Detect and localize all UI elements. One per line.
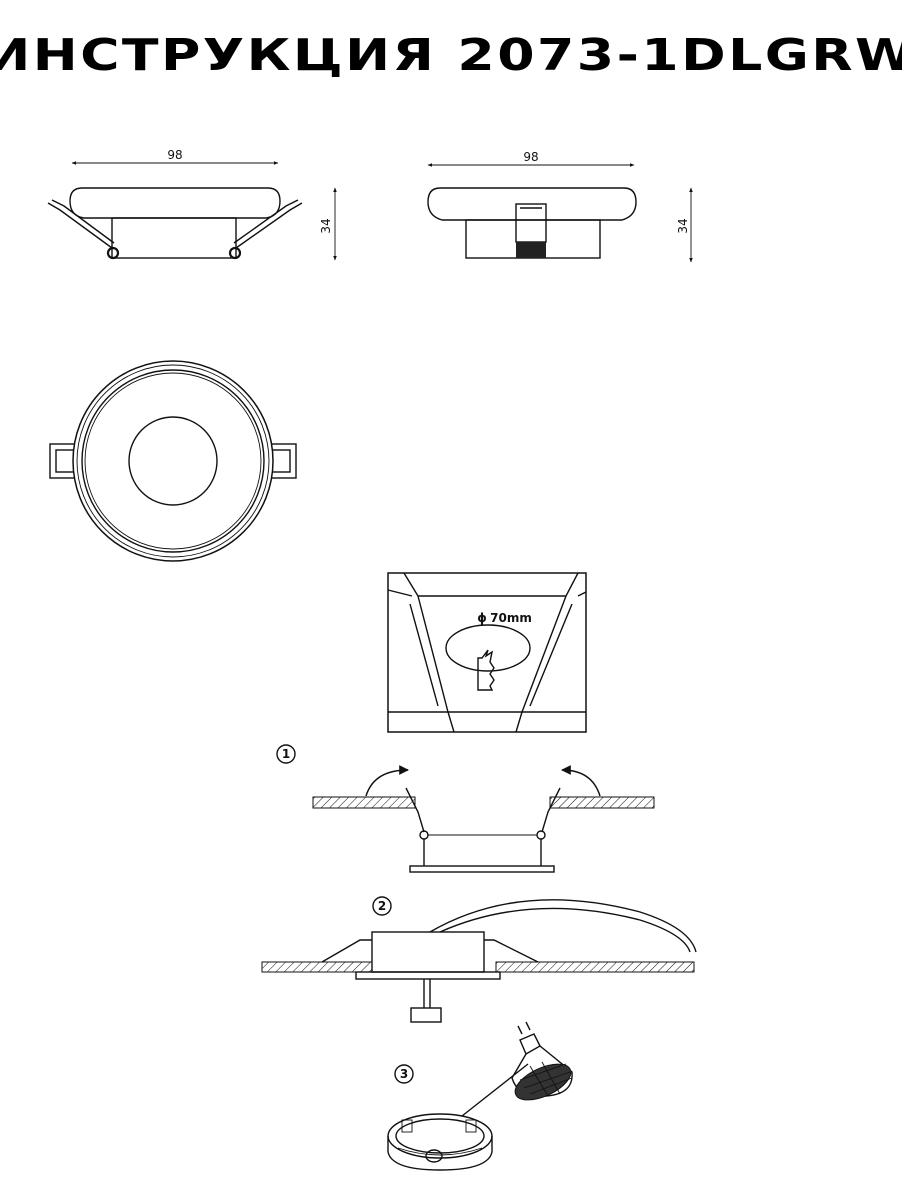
front-view: 98 34 xyxy=(427,150,693,263)
socket-connector xyxy=(516,242,546,258)
lamp-socket xyxy=(515,203,547,243)
front-width-label: 98 xyxy=(523,150,538,164)
side-view: 98 34 xyxy=(47,148,337,261)
front-height-label: 34 xyxy=(676,218,690,233)
left-ceiling-section xyxy=(312,796,416,809)
right-ceiling-section xyxy=(549,796,655,809)
ceiling-cutout-panel: ϕ 70mm xyxy=(387,572,587,733)
cutout-hole xyxy=(445,624,531,672)
side-rim xyxy=(69,187,281,219)
step-2-badge xyxy=(372,896,392,916)
step-1-fixture-rim xyxy=(409,865,555,873)
right-ceiling-section-2 xyxy=(495,961,695,973)
left-spring-coil xyxy=(106,246,120,260)
saw-icon xyxy=(477,649,495,691)
fixture-ring-3d xyxy=(387,1113,493,1171)
step-1-badge xyxy=(276,744,296,764)
side-body xyxy=(111,217,237,259)
insert-pointer xyxy=(461,1063,529,1117)
light-opening xyxy=(128,416,218,506)
step-1: 1 xyxy=(276,744,655,873)
cutout-diameter-symbol: ϕ xyxy=(477,611,487,625)
step-2-number: 2 xyxy=(378,899,386,913)
right-spring-arm xyxy=(235,202,303,249)
left-spring-arm xyxy=(47,202,113,249)
step-3: 3 xyxy=(387,1021,573,1171)
right-spring-arrow xyxy=(561,765,601,797)
lamp-reflector xyxy=(514,1063,572,1101)
page-title: ИНСТРУКЦИЯ 2073-1DLGRW xyxy=(0,30,902,81)
outer-ring xyxy=(72,360,274,562)
right-spring-coil xyxy=(228,246,242,260)
power-cable xyxy=(429,899,697,953)
step-1-number: 1 xyxy=(282,747,290,761)
side-width-label: 98 xyxy=(167,148,182,162)
left-spring-arrow xyxy=(365,765,409,797)
cutout-diameter-label: 70mm xyxy=(490,611,532,625)
top-view xyxy=(49,360,297,562)
inner-ring xyxy=(81,369,265,553)
mr16-lamp xyxy=(511,1021,573,1101)
side-height-label: 34 xyxy=(319,218,333,233)
step-2-fixture-body xyxy=(371,931,485,973)
step-2-fixture-rim xyxy=(355,971,501,980)
step-3-number: 3 xyxy=(400,1067,408,1081)
terminal-block xyxy=(410,1007,442,1023)
front-rim xyxy=(427,187,637,221)
socket-clip xyxy=(425,1149,443,1163)
left-ceiling-section-2 xyxy=(261,961,373,973)
step-3-badge xyxy=(394,1064,414,1084)
step-2: 2 xyxy=(261,896,697,1023)
